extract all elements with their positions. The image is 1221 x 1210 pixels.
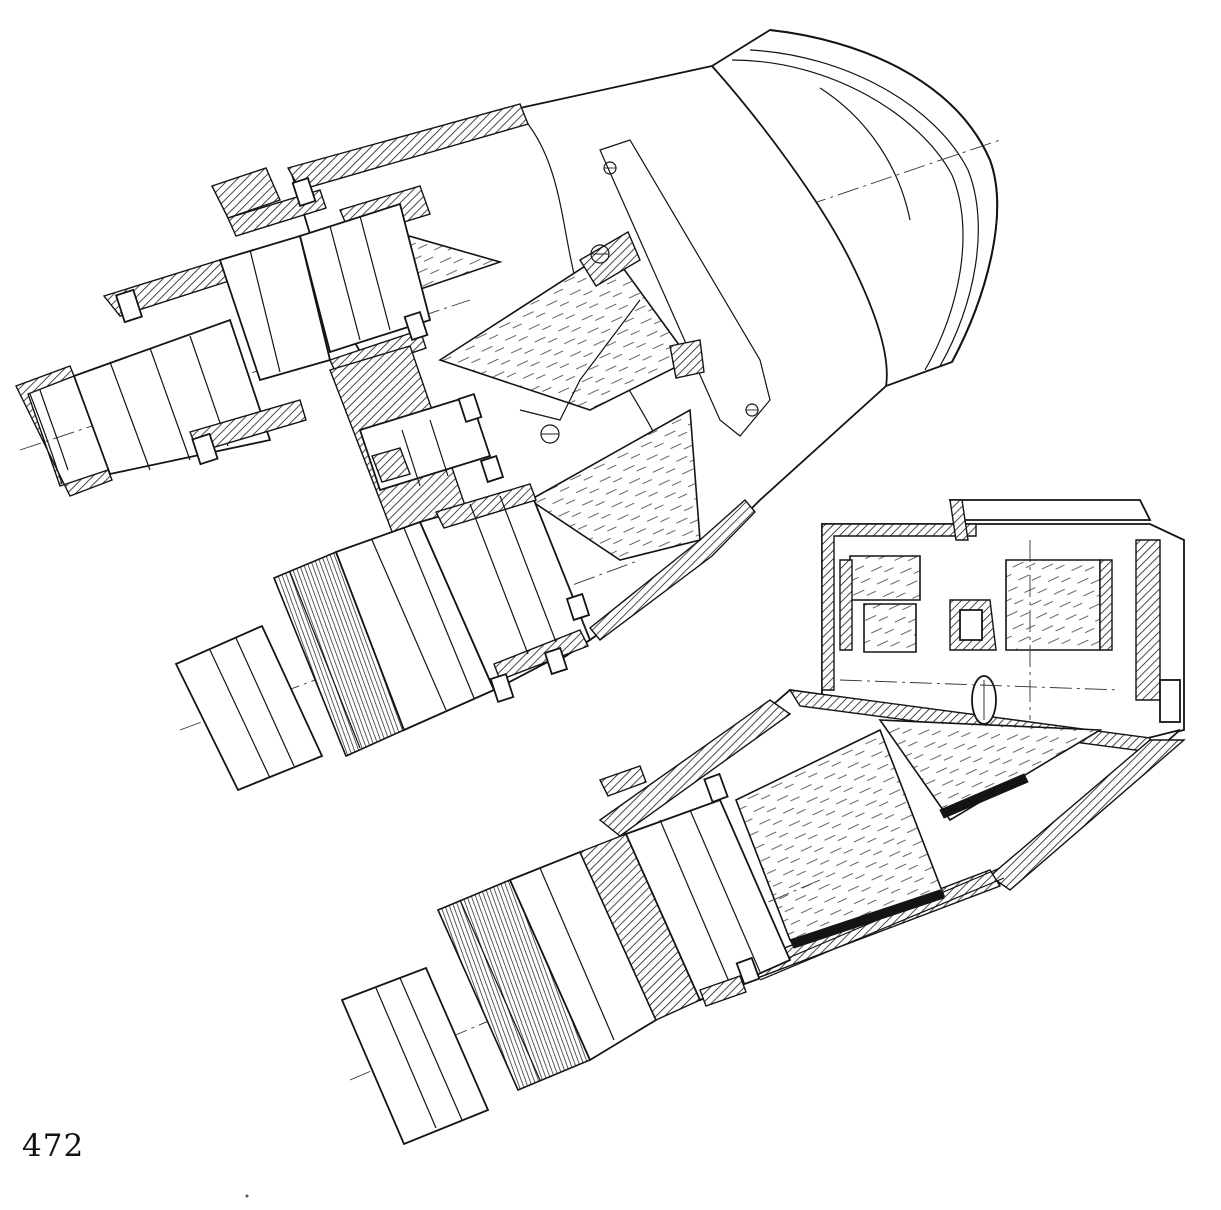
angle-eyepiece (340, 765, 821, 1146)
lens-group (839, 555, 1113, 653)
page-number: 472 (22, 1128, 85, 1164)
dot-mark (245, 1194, 249, 1198)
hinge-axle (329, 345, 505, 543)
upper-eyepiece (15, 167, 471, 497)
lower-eyepiece (174, 483, 641, 792)
